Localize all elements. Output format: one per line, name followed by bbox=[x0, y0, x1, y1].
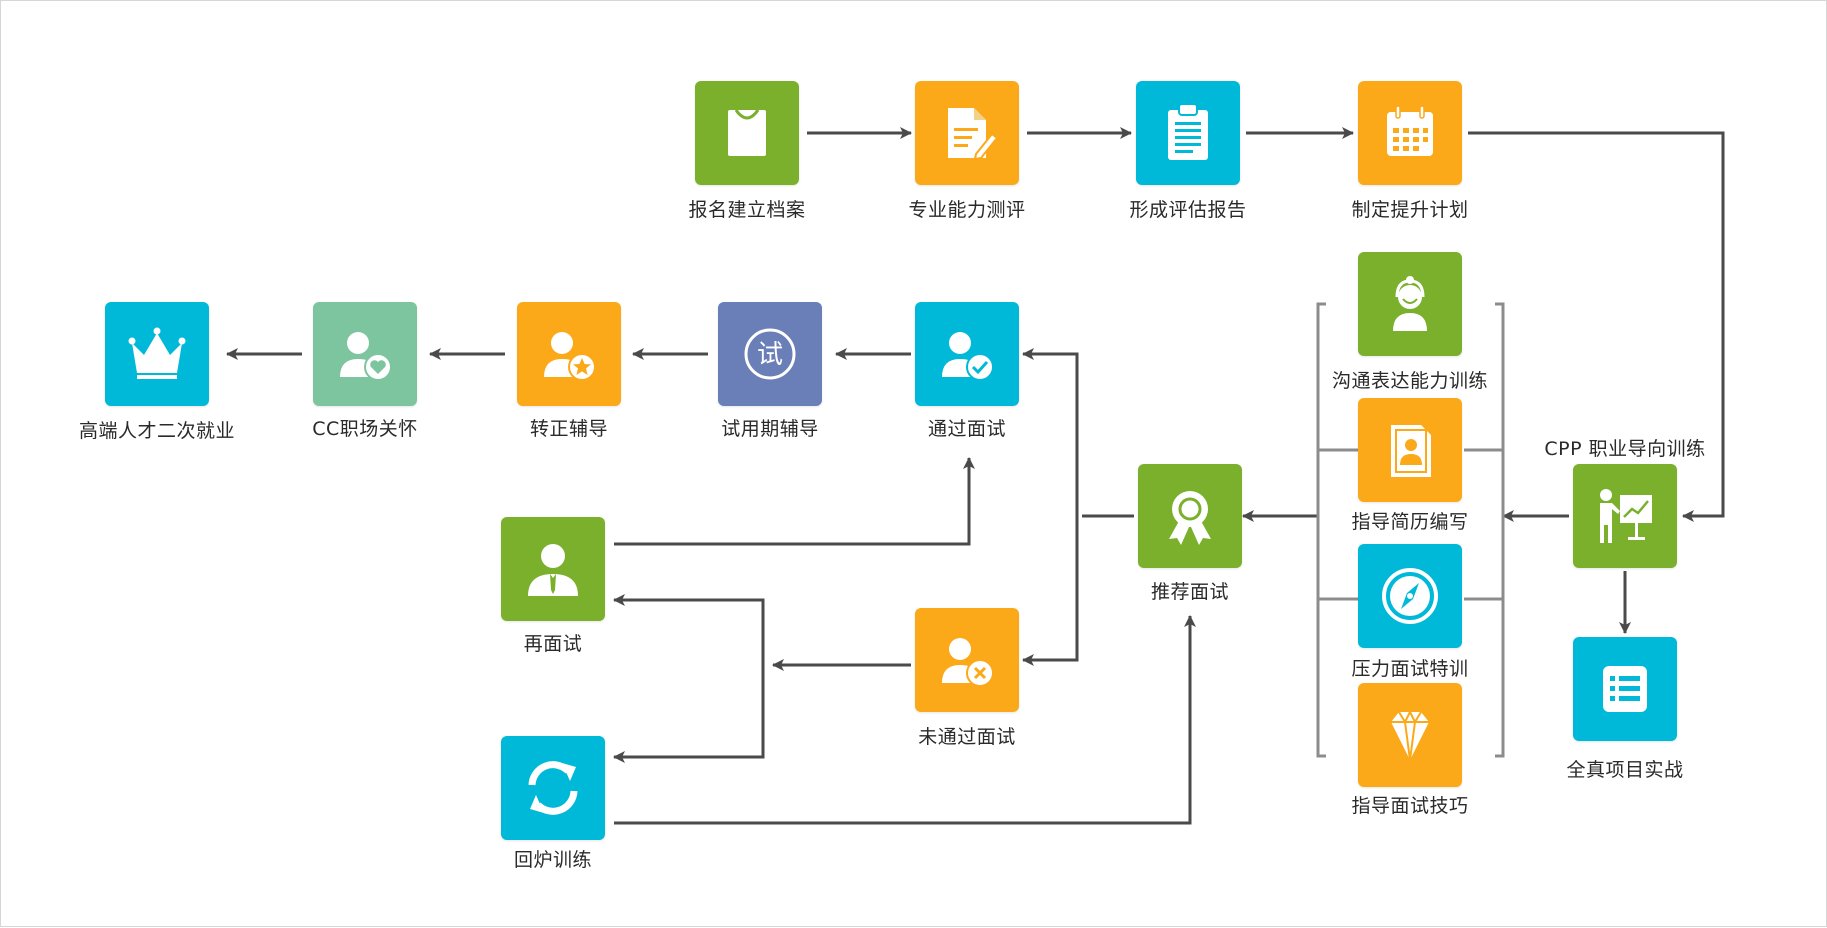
label-failed: 未通过面试 bbox=[918, 726, 1016, 748]
edge-reinterview-passed bbox=[614, 457, 975, 546]
user-star-icon bbox=[544, 332, 596, 381]
edge-plan-cpp bbox=[1468, 131, 1725, 522]
award-icon bbox=[1169, 491, 1211, 545]
list-icon bbox=[1603, 666, 1647, 712]
node-signup bbox=[695, 81, 799, 185]
node-assessment bbox=[915, 81, 1019, 185]
clipboard-icon bbox=[1168, 103, 1208, 160]
node-cpp bbox=[1573, 464, 1677, 568]
label-assessment: 专业能力测评 bbox=[908, 199, 1026, 221]
edge-retrain-recommend bbox=[614, 615, 1196, 825]
diamond-icon bbox=[1391, 709, 1429, 761]
exam-badge-icon: 试 bbox=[744, 328, 796, 380]
resume-icon bbox=[1391, 425, 1431, 477]
node-communication bbox=[1358, 252, 1462, 356]
node-report bbox=[1136, 81, 1240, 185]
edge-failed-reinterview bbox=[613, 594, 765, 665]
label-pressure: 压力面试特训 bbox=[1351, 658, 1469, 680]
refresh-icon bbox=[528, 761, 578, 815]
presentation-icon bbox=[1600, 489, 1652, 543]
label-signup: 报名建立档案 bbox=[688, 199, 806, 221]
label-cpp: CPP 职业导向训练 bbox=[1544, 438, 1706, 460]
node-regular bbox=[517, 302, 621, 406]
node-reinterview bbox=[501, 517, 605, 621]
node-probation: 试 bbox=[718, 302, 822, 406]
headset-person-icon bbox=[1393, 276, 1427, 331]
node-employment bbox=[105, 302, 209, 406]
label-recommend: 推荐面试 bbox=[1150, 581, 1229, 603]
crown-icon bbox=[128, 327, 186, 379]
calendar-icon bbox=[1387, 105, 1433, 156]
edge-recommend-failed bbox=[1022, 516, 1079, 666]
envelope-icon bbox=[728, 109, 766, 156]
node-passed bbox=[915, 302, 1019, 406]
edge-failed-retrain bbox=[613, 665, 765, 763]
training-group-bracket bbox=[1316, 302, 1505, 758]
document-edit-icon bbox=[948, 108, 999, 161]
label-regular: 转正辅导 bbox=[529, 418, 608, 440]
label-report: 形成评估报告 bbox=[1129, 199, 1247, 221]
node-project bbox=[1573, 637, 1677, 741]
label-probation: 试用期辅导 bbox=[721, 418, 819, 440]
label-resume: 指导简历编写 bbox=[1351, 511, 1469, 533]
node-failed bbox=[915, 608, 1019, 712]
label-retrain: 回炉训练 bbox=[513, 849, 592, 871]
label-plan: 制定提升计划 bbox=[1351, 199, 1469, 221]
node-resume bbox=[1358, 398, 1462, 502]
label-cc-care: CC职场关怀 bbox=[312, 418, 418, 440]
node-cc-care bbox=[313, 302, 417, 406]
exam-badge-text: 试 bbox=[757, 340, 783, 370]
label-reinterview: 再面试 bbox=[523, 633, 583, 655]
label-communication: 沟通表达能力训练 bbox=[1331, 370, 1488, 392]
user-cross-icon bbox=[942, 638, 994, 687]
label-project: 全真项目实战 bbox=[1566, 759, 1684, 781]
businessman-icon bbox=[528, 544, 578, 596]
node-retrain bbox=[501, 736, 605, 840]
node-skills bbox=[1358, 683, 1462, 787]
user-check-icon bbox=[942, 332, 994, 381]
edge-recommend-passed bbox=[1022, 348, 1079, 516]
node-recommend bbox=[1138, 464, 1242, 568]
label-skills: 指导面试技巧 bbox=[1351, 795, 1469, 817]
label-employment: 高端人才二次就业 bbox=[78, 420, 235, 442]
user-heart-icon bbox=[340, 332, 392, 381]
node-plan bbox=[1358, 81, 1462, 185]
compass-icon bbox=[1382, 568, 1438, 624]
node-pressure bbox=[1358, 544, 1462, 648]
label-passed: 通过面试 bbox=[927, 418, 1006, 440]
